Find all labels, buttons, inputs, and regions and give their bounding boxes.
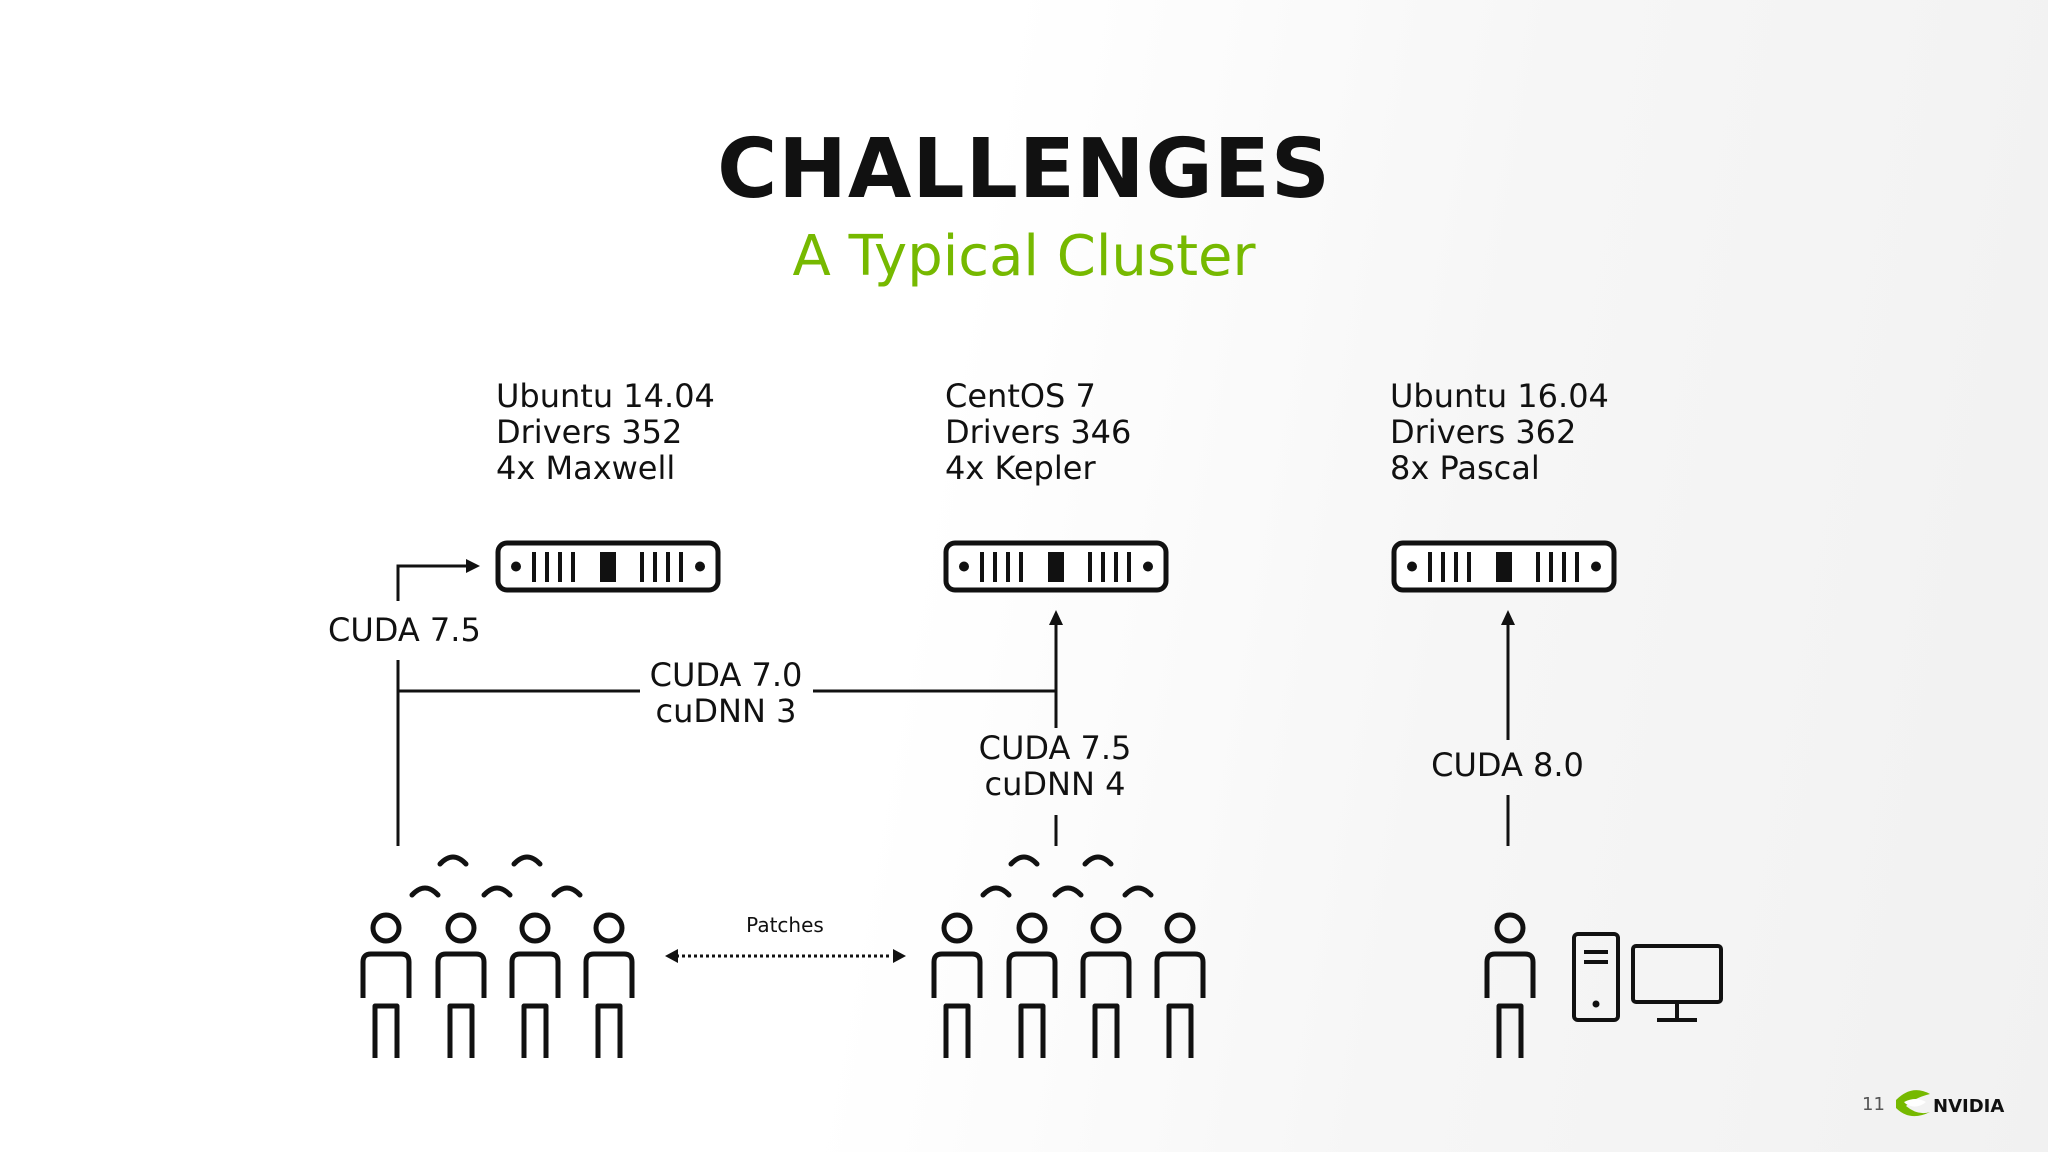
server-3-gpus: 8x Pascal [1390, 449, 1540, 487]
arrow-head-middle [1049, 610, 1063, 625]
label-cross-cuda-line1: CUDA 7.0 [649, 656, 803, 694]
slide-title: CHALLENGES [717, 122, 1331, 217]
label-cross-cuda: CUDA 7.0 cuDNN 3 [641, 657, 811, 729]
server-1-specs: Ubuntu 14.04 Drivers 352 4x Maxwell [496, 378, 715, 486]
server-1-drivers: Drivers 352 [496, 413, 683, 451]
computer-tower-icon [1572, 932, 1620, 1022]
patches-arrow-head-right [893, 949, 906, 963]
monitor-icon [1631, 944, 1723, 1004]
server-1-icon [498, 543, 718, 590]
arrow-head-left [466, 559, 480, 573]
label-middle-cuda-line1: CUDA 7.5 [978, 729, 1132, 767]
arrow-head-right [1501, 610, 1515, 625]
server-1-os: Ubuntu 14.04 [496, 377, 715, 415]
label-patches: Patches [746, 913, 824, 937]
server-2-drivers: Drivers 346 [945, 413, 1132, 451]
server-3-os: Ubuntu 16.04 [1390, 377, 1609, 415]
person-with-computer-icon [1487, 915, 1723, 1058]
server-3-drivers: Drivers 362 [1390, 413, 1577, 451]
label-right-cuda: CUDA 8.0 [1431, 746, 1584, 784]
connector-left-up [396, 564, 468, 601]
server-3-specs: Ubuntu 16.04 Drivers 362 8x Pascal [1390, 378, 1609, 486]
slide-subtitle: A Typical Cluster [792, 224, 1256, 289]
nvidia-logo: NVIDIA [1896, 1090, 2004, 1117]
page-number: 11 [1862, 1094, 1885, 1115]
people-group-icon [363, 857, 632, 1058]
server-3-icon [1394, 543, 1614, 590]
patches-arrow-head-left [665, 949, 678, 963]
label-left-cuda: CUDA 7.5 [328, 611, 481, 649]
nvidia-wordmark: NVIDIA [1933, 1096, 2004, 1117]
label-middle-cuda: CUDA 7.5 cuDNN 4 [970, 730, 1140, 802]
server-2-specs: CentOS 7 Drivers 346 4x Kepler [945, 378, 1131, 486]
server-2-os: CentOS 7 [945, 377, 1096, 415]
label-cross-cuda-line2: cuDNN 3 [655, 692, 797, 730]
server-1-gpus: 4x Maxwell [496, 449, 676, 487]
people-group-icon [934, 857, 1203, 1058]
server-2-gpus: 4x Kepler [945, 449, 1096, 487]
label-middle-cuda-line2: cuDNN 4 [984, 765, 1126, 803]
server-2-icon [946, 543, 1166, 590]
